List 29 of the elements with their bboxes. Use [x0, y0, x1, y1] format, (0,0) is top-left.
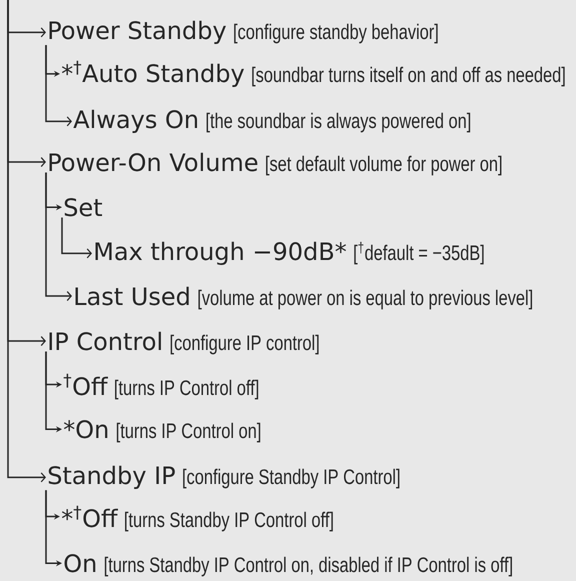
tree-arrow	[45, 172, 72, 301]
menu-option: Power Standby	[50, 20, 226, 44]
menu-option: *$^{†}$Auto Standby	[62, 60, 244, 87]
option-description: [set default volume for power on]	[266, 156, 502, 176]
menu-option: Standby IP	[48, 466, 175, 489]
tree-arrow	[45, 45, 72, 126]
option-description: [turns IP Control on]	[116, 422, 260, 442]
option-description: [turns Standby IP Control on, disabled if IP Control is off]	[104, 556, 512, 576]
option-description: [soundbar turns itself on and off as needed]	[252, 66, 565, 86]
menu-option: Set	[64, 198, 102, 216]
menu-option: On	[64, 554, 96, 572]
menu-option: Max through −90dB*	[96, 242, 346, 265]
menu-option: $^{†}$Off	[64, 374, 108, 396]
option-description: [configure Standby IP Control]	[183, 468, 400, 488]
option-description: [the soundbar is always powered on]	[206, 112, 470, 132]
option-description: [$^{†}$default = −35dB]	[354, 242, 484, 264]
menu-option: Always On	[73, 110, 198, 133]
option-description: [turns Standby IP Control off]	[125, 512, 333, 532]
tree-arrow	[7, 0, 46, 482]
option-description: [configure standby behavior]	[234, 24, 438, 44]
menu-option: *On	[64, 420, 108, 438]
menu-option: Power-On Volume	[50, 152, 258, 172]
menu-option: IP Control	[50, 332, 161, 350]
tree-arrow	[61, 218, 92, 258]
option-description: [turns IP Control off]	[115, 380, 258, 400]
option-description: [volume at power on is equal to previous level]	[198, 290, 532, 310]
option-description: [configure IP control]	[170, 334, 319, 354]
menu-option: Last Used	[76, 286, 189, 306]
menu-option: *$^{†}$Off	[62, 506, 118, 528]
